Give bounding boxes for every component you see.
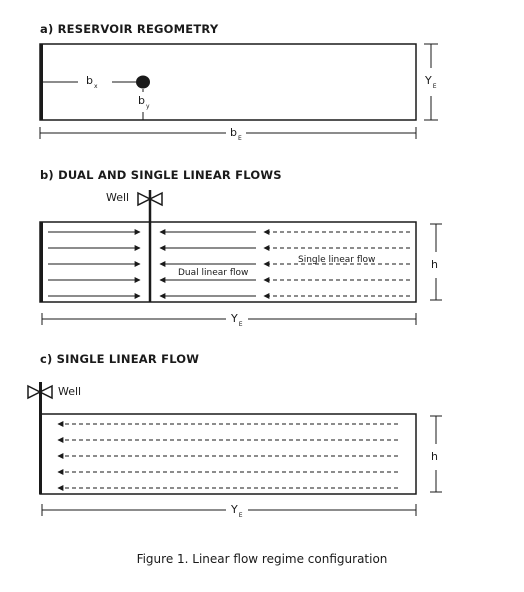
panel-b-heading: b) DUAL AND SINGLE LINEAR FLOWS <box>40 168 282 182</box>
ye-label-c: YE <box>231 503 243 519</box>
panel-c-geometry <box>27 382 442 516</box>
wellhead-valve-icon-c <box>27 384 53 400</box>
bx-label-sub: x <box>93 83 98 90</box>
ye-label-a: YE <box>425 74 437 90</box>
ye-label-a-sub: E <box>432 83 437 90</box>
figure-caption: Figure 1. Linear flow regime configurati… <box>136 552 388 566</box>
ye-label-c-sub: E <box>238 512 243 519</box>
bx-label: bx <box>86 74 98 90</box>
wellhead-valve-icon-b <box>137 191 163 207</box>
panel-a-geometry <box>39 43 438 139</box>
well-label-b: Well <box>106 191 130 204</box>
dual-flow-label: Dual linear flow <box>178 268 249 278</box>
panel-b-geometry <box>39 190 442 325</box>
by-label-sub: y <box>145 103 150 110</box>
ye-label-a-main: Y <box>425 74 432 87</box>
ye-label-b: YE <box>231 312 243 328</box>
by-label: by <box>138 94 150 110</box>
be-label-sub: E <box>237 135 242 142</box>
panel-a-heading: a) RESERVOIR REGOMETRY <box>40 22 219 36</box>
by-label-main: b <box>138 94 145 107</box>
well-dot <box>136 75 150 89</box>
single-flow-label: Single linear flow <box>298 255 376 265</box>
well-label-c: Well <box>58 385 82 398</box>
panel-c-heading: c) SINGLE LINEAR FLOW <box>40 352 200 366</box>
be-label: bE <box>230 126 242 142</box>
ye-label-b-sub: E <box>238 321 243 328</box>
be-label-main: b <box>230 126 237 139</box>
h-label-c: h <box>431 450 438 463</box>
ye-label-c-main: Y <box>231 503 238 516</box>
ye-label-b-main: Y <box>231 312 238 325</box>
reservoir-rectangle-c <box>39 413 417 495</box>
bx-label-main: b <box>86 74 93 87</box>
h-label-b: h <box>431 258 438 271</box>
